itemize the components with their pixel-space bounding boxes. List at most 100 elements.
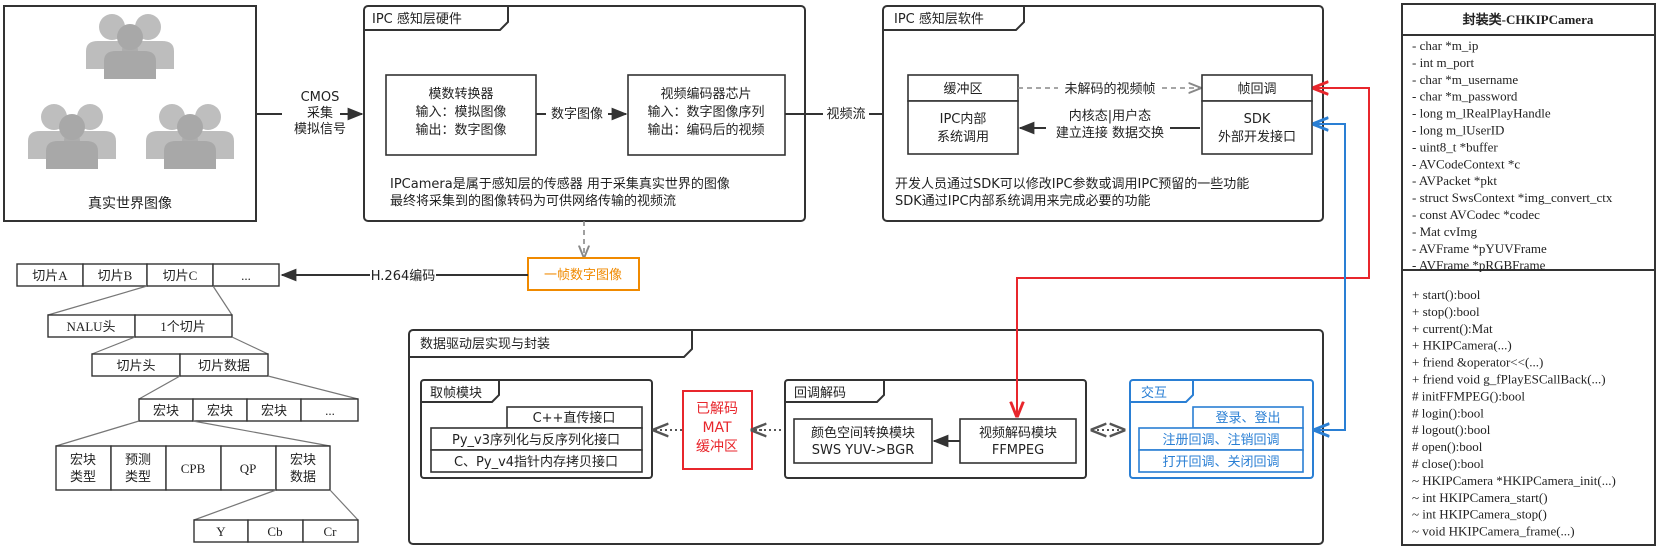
slice-c: 切片C — [163, 268, 198, 283]
video-decode-box — [959, 418, 1077, 464]
digital-label: 数字图像 — [551, 107, 603, 122]
class-method: # initFFMPEG():bool — [1412, 388, 1525, 403]
expand-line — [192, 420, 331, 447]
cpb-label: CPB — [181, 461, 206, 476]
sdk-line2: 外部开发接口 — [1218, 129, 1296, 145]
real-world-caption: 真实世界图像 — [88, 196, 172, 212]
class-method: # login():bool — [1412, 405, 1484, 420]
class-method: # close():bool — [1412, 456, 1484, 471]
class-field: - const AVCodec *codec — [1412, 207, 1540, 222]
fetch-title: 取帧模块 — [430, 386, 482, 401]
class-field: - AVFrame *pYUVFrame — [1412, 241, 1547, 256]
stream-label: 视频流 — [826, 107, 865, 122]
callback-label: 帧回调 — [1237, 82, 1276, 97]
cr-label: Cr — [324, 524, 338, 539]
undecoded-label: 未解码的视频帧 — [1064, 81, 1155, 97]
mb-data-line2: 数据 — [290, 469, 316, 484]
frame-image-label: 一帧数字图像 — [544, 268, 622, 283]
adc-line1: 模数转换器 — [428, 87, 493, 102]
macroblock-label: 宏块 — [207, 403, 233, 418]
class-method: # logout():bool — [1412, 422, 1491, 437]
buffer-box — [907, 74, 1019, 102]
class-method: + start():bool — [1412, 287, 1481, 302]
cmos-label-line3: 模拟信号 — [294, 122, 346, 137]
internal-box — [907, 100, 1019, 155]
hw-title: IPC 感知层硬件 — [372, 11, 462, 27]
expand-line — [138, 375, 181, 400]
pred-type-cell — [110, 445, 167, 491]
decode-title: 回调解码 — [794, 386, 846, 401]
cr-cell — [302, 519, 359, 543]
macroblock-more: ... — [325, 403, 335, 418]
nalu-slice: 1个切片 — [160, 319, 206, 334]
color-convert-line2: SWS YUV->BGR — [812, 443, 914, 458]
mode-line2: 建立连接 数据交换 — [1056, 125, 1164, 141]
class-method: ~ int HKIPCamera_start() — [1412, 490, 1548, 505]
decoded-line3: 缓冲区 — [696, 439, 738, 455]
frame-image-box — [527, 257, 640, 291]
encoder-line3: 输出：编码后的视频 — [647, 122, 764, 138]
decode-title-tab — [785, 380, 885, 403]
driver-title: 数据驱动层实现与封装 — [420, 337, 550, 352]
class-method: + current():Mat — [1412, 321, 1493, 336]
decoded-buffer — [682, 390, 753, 470]
pred-type-line1: 预测 — [125, 452, 151, 467]
nalu-slice-cell — [134, 314, 233, 338]
decoded-line1: 已解码 — [696, 401, 738, 417]
video-decode-line2: FFMPEG — [992, 443, 1044, 458]
driver-title-tab — [409, 330, 693, 358]
encoder-line2: 输入：数字图像序列 — [647, 104, 764, 120]
class-methods: + start():bool + stop():bool + current():M… — [1412, 287, 1616, 539]
class-method: # open():bool — [1412, 439, 1483, 454]
cmos-label-bg — [282, 88, 340, 142]
class-method: ~ HKIPCamera *HKIPCamera_init(...) — [1412, 473, 1616, 488]
class-box — [1401, 3, 1656, 546]
expand-line — [212, 285, 233, 316]
color-convert-line1: 颜色空间转换模块 — [811, 425, 915, 441]
h264-label: H.264编码 — [371, 269, 436, 284]
hw-title-tab — [364, 6, 509, 31]
mb-type-cell — [55, 445, 112, 491]
sw-title-tab — [883, 6, 1025, 31]
hw-desc-line2: 最终将采集到的图像转码为可供网络传输的视频流 — [390, 193, 676, 209]
cmos-label-line1: CMOS — [301, 90, 340, 105]
class-method: + friend void g_fPlayESCallBack(...) — [1412, 372, 1606, 387]
sw-title: IPC 感知层软件 — [894, 11, 984, 27]
color-convert-box — [793, 418, 933, 464]
interact-open-label: 打开回调、关闭回调 — [1162, 455, 1279, 470]
pred-type-line2: 类型 — [125, 469, 151, 484]
class-field: - uint8_t *buffer — [1412, 139, 1498, 154]
fetch-item-py4 — [430, 449, 643, 473]
interact-open — [1138, 449, 1304, 473]
class-method: + stop():bool — [1412, 304, 1480, 319]
class-method: + friend &operator<<(...) — [1412, 355, 1543, 370]
class-method: ~ int HKIPCamera_stop() — [1412, 507, 1547, 522]
fetch-item-cpp-label: C++直传接口 — [533, 410, 616, 426]
digital-label-bg — [546, 104, 608, 122]
callback-decode-connector — [1017, 88, 1370, 416]
mb-type-line2: 类型 — [70, 469, 96, 484]
mb-data-cell — [275, 445, 331, 491]
internal-line1: IPC内部 — [940, 111, 987, 127]
cmos-label-line2: 采集 — [307, 105, 333, 121]
class-method: + HKIPCamera(...) — [1412, 338, 1512, 353]
class-title: 封装类-CHKIPCamera — [1463, 12, 1594, 27]
expand-line — [193, 489, 277, 521]
class-method: ~ void HKIPCamera_frame(...) — [1412, 524, 1575, 539]
mb-data-line1: 宏块 — [290, 452, 316, 467]
stream-label-bg — [823, 104, 869, 122]
interact-login-label: 登录、登出 — [1215, 411, 1280, 426]
class-field: - struct SwsContext *img_convert_ctx — [1412, 190, 1613, 205]
cpb-cell — [165, 445, 222, 491]
adc-line2: 输入：模拟图像 — [415, 104, 506, 120]
fetch-item-py3-label: Py_v3序列化与反序列化接口 — [452, 432, 620, 448]
macroblock-label: 宏块 — [261, 403, 287, 418]
class-field: - char *m_ip — [1412, 38, 1478, 53]
class-fields: - char *m_ip- int m_port- char *m_userna… — [1412, 38, 1613, 273]
internal-line2: 系统调用 — [937, 130, 989, 145]
slice-more-cell — [212, 263, 280, 287]
h264-label-bg — [370, 266, 436, 284]
adc-box — [385, 74, 537, 156]
class-field: - AVCodeContext *c — [1412, 156, 1520, 171]
